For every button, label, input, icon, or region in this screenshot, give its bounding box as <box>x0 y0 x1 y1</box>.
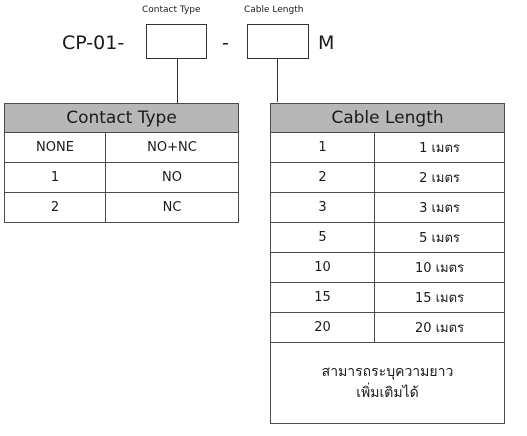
cable-desc-cell: 20 เมตร <box>374 312 505 343</box>
table-row: 1 1 เมตร <box>270 132 505 163</box>
cable-desc-cell: 3 เมตร <box>374 192 505 223</box>
table-row: 1 NO <box>4 162 239 193</box>
contact-connector-line <box>177 59 178 103</box>
cable-length-table: Cable Length 1 1 เมตร 2 2 เมตร 3 3 เมตร … <box>270 103 505 424</box>
table-row: 10 10 เมตร <box>270 252 505 283</box>
contact-type-caption: Contact Type <box>142 5 201 15</box>
cable-desc-cell: 1 เมตร <box>374 132 505 163</box>
contact-code-cell: 1 <box>4 162 106 193</box>
table-row: NONE NO+NC <box>4 132 239 163</box>
cable-length-caption: Cable Length <box>244 5 304 15</box>
cable-table-title: Cable Length <box>270 103 505 133</box>
cable-note-row: สามารถระบุความยาว เพิ่มเติมได้ <box>270 342 505 424</box>
separator-dash: - <box>222 32 229 54</box>
contact-desc-cell: NO <box>105 162 239 193</box>
table-row: 5 5 เมตร <box>270 222 505 253</box>
cable-length-box <box>247 24 309 59</box>
cable-desc-cell: 10 เมตร <box>374 252 505 283</box>
cable-code-cell: 20 <box>270 312 375 343</box>
cable-note-line2: เพิ่มเติมได้ <box>356 385 419 401</box>
contact-type-box <box>146 24 207 59</box>
contact-desc-cell: NO+NC <box>105 132 239 163</box>
cable-code-cell: 2 <box>270 162 375 193</box>
table-row: 15 15 เมตร <box>270 282 505 313</box>
cable-desc-cell: 15 เมตร <box>374 282 505 313</box>
contact-table-title: Contact Type <box>4 103 239 133</box>
contact-type-table: Contact Type NONE NO+NC 1 NO 2 NC <box>4 103 239 223</box>
table-row: 3 3 เมตร <box>270 192 505 223</box>
contact-desc-cell: NC <box>105 192 239 223</box>
table-row: 20 20 เมตร <box>270 312 505 343</box>
cable-connector-line <box>277 59 278 102</box>
cable-code-cell: 3 <box>270 192 375 223</box>
contact-code-cell: NONE <box>4 132 106 163</box>
cable-note-line1: สามารถระบุความยาว <box>321 364 454 380</box>
model-prefix: CP-01- <box>62 32 125 54</box>
cable-note-cell: สามารถระบุความยาว เพิ่มเติมได้ <box>270 342 505 424</box>
table-row: 2 NC <box>4 192 239 223</box>
cable-code-cell: 10 <box>270 252 375 283</box>
cable-code-cell: 1 <box>270 132 375 163</box>
cable-desc-cell: 5 เมตร <box>374 222 505 253</box>
model-suffix: M <box>318 32 335 54</box>
table-row: 2 2 เมตร <box>270 162 505 193</box>
cable-code-cell: 5 <box>270 222 375 253</box>
cable-desc-cell: 2 เมตร <box>374 162 505 193</box>
contact-code-cell: 2 <box>4 192 106 223</box>
cable-code-cell: 15 <box>270 282 375 313</box>
